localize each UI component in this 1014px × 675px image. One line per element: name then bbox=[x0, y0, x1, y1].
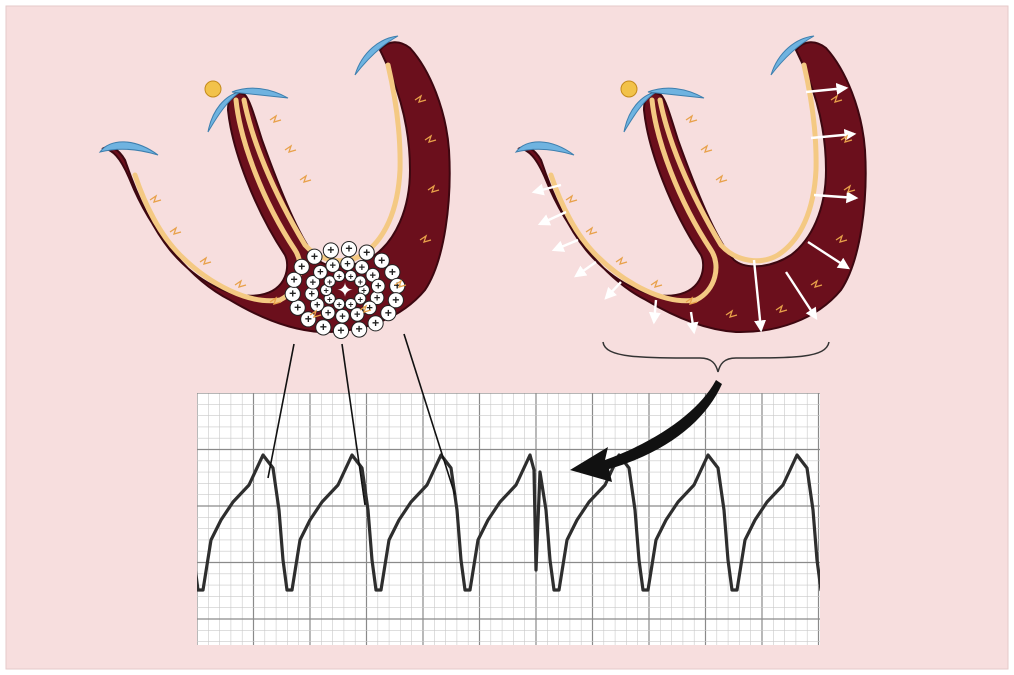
ectopic-focus-star-icon: ✦ bbox=[337, 278, 354, 302]
charge-symbol: + bbox=[339, 311, 346, 323]
charge-symbol: + bbox=[358, 277, 363, 287]
charge-symbol: + bbox=[327, 277, 332, 287]
charge-symbol: + bbox=[325, 307, 332, 319]
charge-symbol: + bbox=[314, 299, 321, 311]
charge-symbol: + bbox=[372, 316, 379, 330]
right-heart-node-icon bbox=[621, 81, 637, 97]
charge-symbol: + bbox=[359, 262, 366, 274]
ecg-strip bbox=[114, 393, 915, 645]
charge-symbol: + bbox=[378, 253, 385, 267]
charge-symbol: + bbox=[366, 302, 373, 314]
charge-symbol: + bbox=[327, 243, 334, 257]
ecg-paper bbox=[197, 393, 820, 645]
charge-symbol: + bbox=[354, 309, 361, 321]
charge-symbol: + bbox=[363, 245, 370, 259]
charge-symbol: + bbox=[345, 242, 352, 256]
charge-symbol: + bbox=[337, 323, 344, 337]
charge-symbol: + bbox=[330, 260, 337, 272]
charge-symbol: + bbox=[385, 306, 392, 320]
charge-symbol: + bbox=[392, 293, 399, 307]
charge-symbol: + bbox=[294, 300, 301, 314]
sinoatrial-node-icon bbox=[205, 81, 221, 97]
charge-symbol: + bbox=[389, 265, 396, 279]
charge-symbol: + bbox=[310, 277, 317, 289]
charge-symbol: + bbox=[311, 249, 318, 263]
charge-symbol: + bbox=[375, 281, 382, 293]
charge-symbol: + bbox=[298, 259, 305, 273]
charge-symbol: + bbox=[320, 320, 327, 334]
charge-symbol: + bbox=[289, 287, 296, 301]
charge-symbol: + bbox=[356, 322, 363, 336]
charge-symbol: + bbox=[374, 292, 381, 304]
charge-symbol: + bbox=[358, 294, 363, 304]
charge-symbol: + bbox=[344, 258, 351, 270]
charge-symbol: + bbox=[291, 272, 298, 286]
charge-symbol: + bbox=[317, 267, 324, 279]
charge-symbol: + bbox=[309, 288, 316, 300]
